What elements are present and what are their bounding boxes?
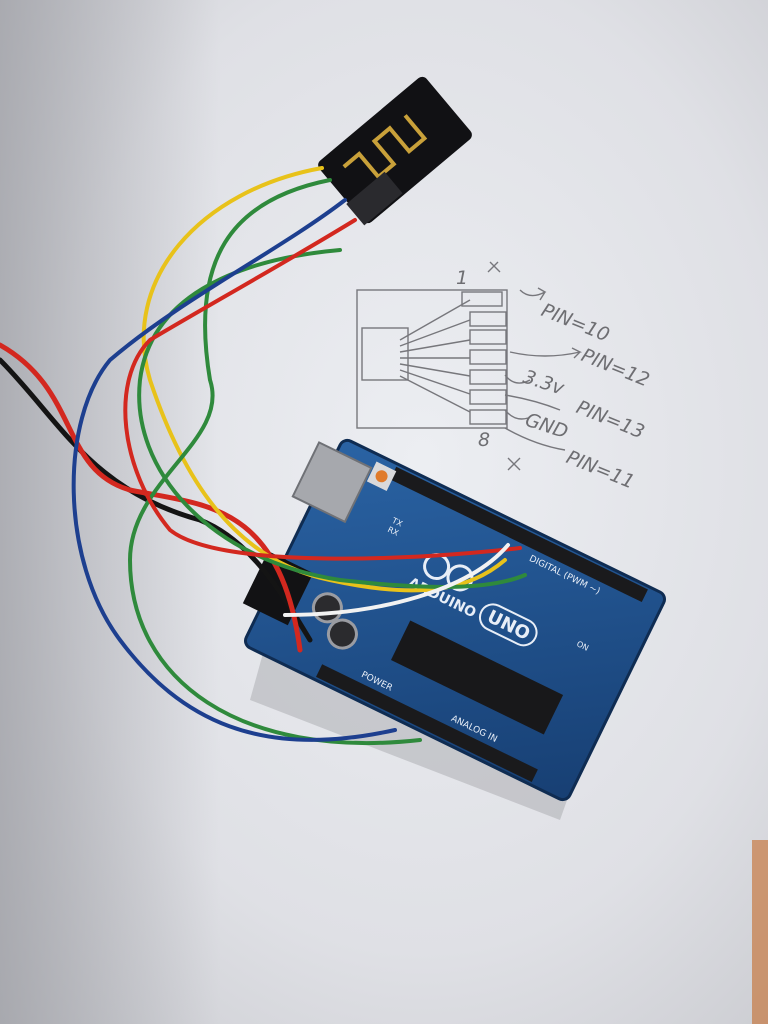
nrf-module bbox=[318, 76, 472, 226]
pencil-sketch bbox=[356, 261, 583, 471]
sketch-label-pin8-number: 8 bbox=[478, 429, 490, 451]
right-edge-strip bbox=[752, 840, 768, 1024]
wire-white bbox=[283, 543, 510, 617]
wire-red-left bbox=[0, 342, 303, 653]
board-model-box bbox=[478, 603, 538, 647]
wire-green-2 bbox=[137, 248, 527, 589]
arduino-board: ARDUINO UNO DIGITAL (PWM ~) POWER ANALOG… bbox=[242, 438, 666, 802]
wire-black bbox=[0, 357, 313, 643]
digital-header bbox=[390, 466, 648, 603]
wire-red bbox=[123, 218, 522, 561]
sketch-arrows bbox=[487, 261, 583, 471]
wire-yellow bbox=[141, 166, 507, 593]
sketch-antenna-block bbox=[361, 327, 409, 381]
sketch-label-pin1-number: 1 bbox=[456, 267, 468, 289]
antenna-trace bbox=[342, 114, 428, 180]
module-pcb bbox=[318, 76, 472, 224]
sketch-antenna-lines bbox=[399, 299, 471, 413]
capacitor-2 bbox=[326, 618, 358, 650]
sketch-module-outline bbox=[356, 289, 508, 429]
power-analog-header bbox=[316, 664, 538, 783]
usb-port bbox=[291, 441, 373, 524]
reset-button-cap bbox=[375, 470, 388, 483]
sketch-pins bbox=[461, 291, 507, 425]
left-shadow bbox=[0, 0, 220, 1024]
module-connector bbox=[346, 171, 403, 226]
board-pcb bbox=[244, 438, 666, 802]
wires bbox=[0, 166, 527, 746]
atmega-chip bbox=[390, 620, 564, 735]
wire-blue bbox=[71, 198, 397, 742]
